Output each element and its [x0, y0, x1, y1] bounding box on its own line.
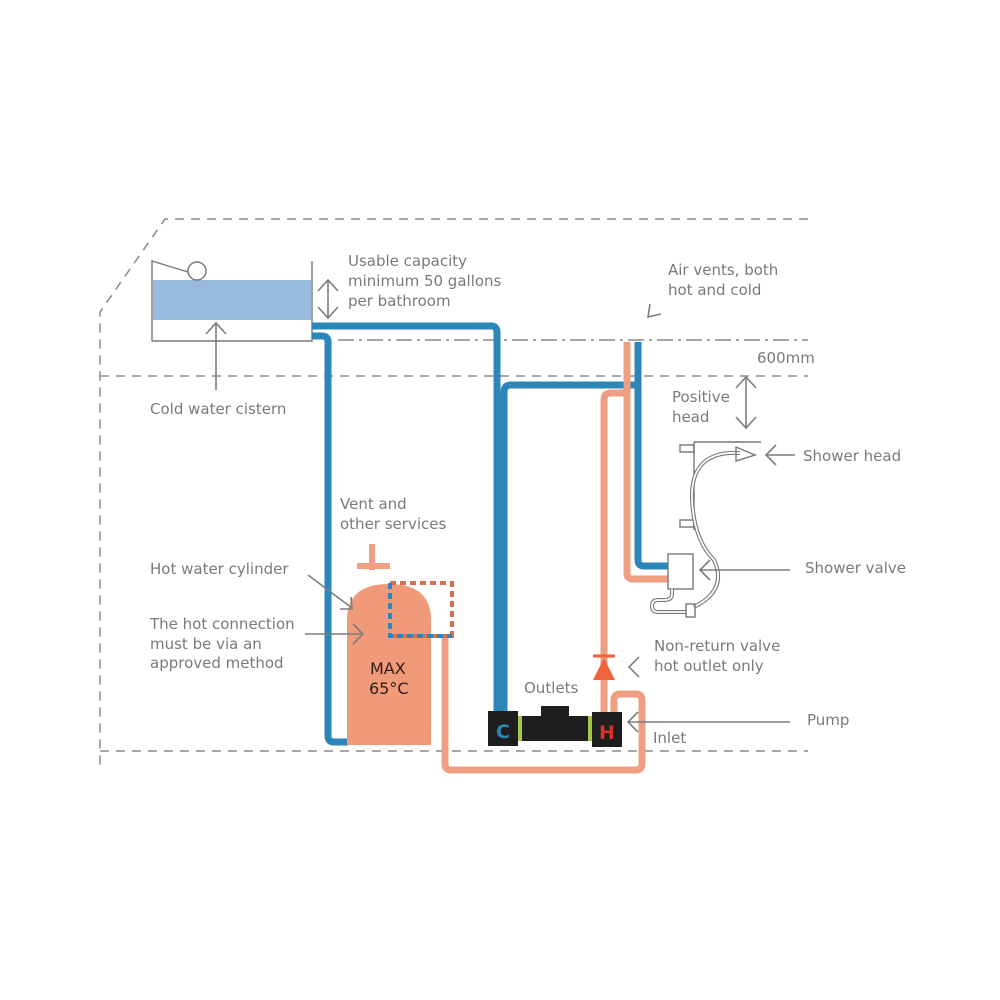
air-vents-label-2: hot and cold	[668, 281, 761, 299]
pointer-arrows	[205, 303, 795, 733]
hot-connection-label-2: must be via an	[150, 635, 262, 653]
pump-body	[522, 716, 590, 741]
pump-cold-port	[488, 711, 518, 746]
hot-pipe-to-pump-inlet	[441, 636, 646, 774]
pump-label: Pump	[807, 711, 849, 729]
shower-valve-label: Shower valve	[805, 559, 906, 577]
pump: C H	[488, 706, 622, 747]
non-return-label-2: hot outlet only	[654, 657, 764, 675]
pump-band-left	[518, 716, 522, 741]
outlets-label: Outlets	[524, 679, 578, 697]
pump-hot-label: H	[599, 722, 615, 744]
non-return-label-1: Non-return valve	[654, 637, 780, 655]
roof-outline	[99, 218, 808, 765]
capacity-label-3: per bathroom	[348, 292, 451, 310]
shower-hose	[689, 450, 741, 609]
cold-pipe-to-pump	[312, 322, 501, 712]
air-vent-pointer	[647, 303, 662, 319]
vent-label-1: Vent and	[340, 495, 407, 513]
inlet-label: Inlet	[653, 729, 686, 747]
shower-head-icon	[735, 445, 758, 462]
hot-connection-label-3: approved method	[150, 654, 284, 672]
cold-pipes	[312, 322, 668, 746]
max-temp-line2: 65°C	[369, 679, 409, 698]
height-600-label: 600mm	[757, 349, 815, 367]
hot-connection-label-1: The hot connection	[149, 615, 295, 633]
hot-water-cylinder: MAX 65°C	[347, 581, 454, 745]
cold-to-shower	[634, 342, 668, 570]
cistern-label: Cold water cistern	[150, 400, 286, 418]
capacity-label-2: minimum 50 gallons	[348, 272, 502, 290]
vent-label-2: other services	[340, 515, 446, 533]
pump-top	[541, 706, 569, 718]
dimension-arrows	[317, 278, 757, 430]
max-temp-line1: MAX	[370, 659, 406, 678]
pump-cold-label: C	[496, 721, 510, 743]
hot-pipe-riser	[600, 389, 627, 712]
cylinder-label: Hot water cylinder	[150, 560, 289, 578]
air-vents-label-1: Air vents, both	[668, 261, 778, 279]
cold-connection-outline	[388, 583, 452, 638]
pump-hot-port	[592, 712, 622, 747]
capacity-label-1: Usable capacity	[348, 252, 467, 270]
valve-triangle	[593, 658, 615, 680]
cistern-tank	[151, 260, 313, 342]
cistern-water	[153, 280, 311, 320]
shower-valve-box	[667, 553, 694, 590]
building-outline	[99, 218, 808, 765]
positive-head-label-2: head	[672, 408, 709, 426]
non-return-valve	[593, 654, 615, 680]
positive-head-label-1: Positive	[672, 388, 730, 406]
non-return-pointer	[627, 656, 640, 678]
cylinder-body	[347, 584, 431, 745]
cold-feed-cylinder	[312, 332, 348, 746]
shower-assembly	[649, 441, 761, 618]
float-ball	[187, 261, 207, 281]
hose-connector	[685, 603, 696, 618]
cold-water-cistern	[151, 260, 313, 342]
shower-head-label: Shower head	[803, 447, 901, 465]
hot-to-shower-vent	[623, 342, 668, 583]
pump-band-right	[588, 716, 592, 741]
hot-pipes	[357, 342, 668, 774]
float-arm	[151, 260, 189, 273]
cold-pipe-upper	[500, 381, 638, 712]
rail-bracket-top	[679, 444, 695, 453]
cylinder-pointer	[307, 574, 353, 609]
rail-bracket-bottom	[679, 519, 695, 528]
labels: Usable capacity minimum 50 gallons per b…	[149, 252, 906, 747]
